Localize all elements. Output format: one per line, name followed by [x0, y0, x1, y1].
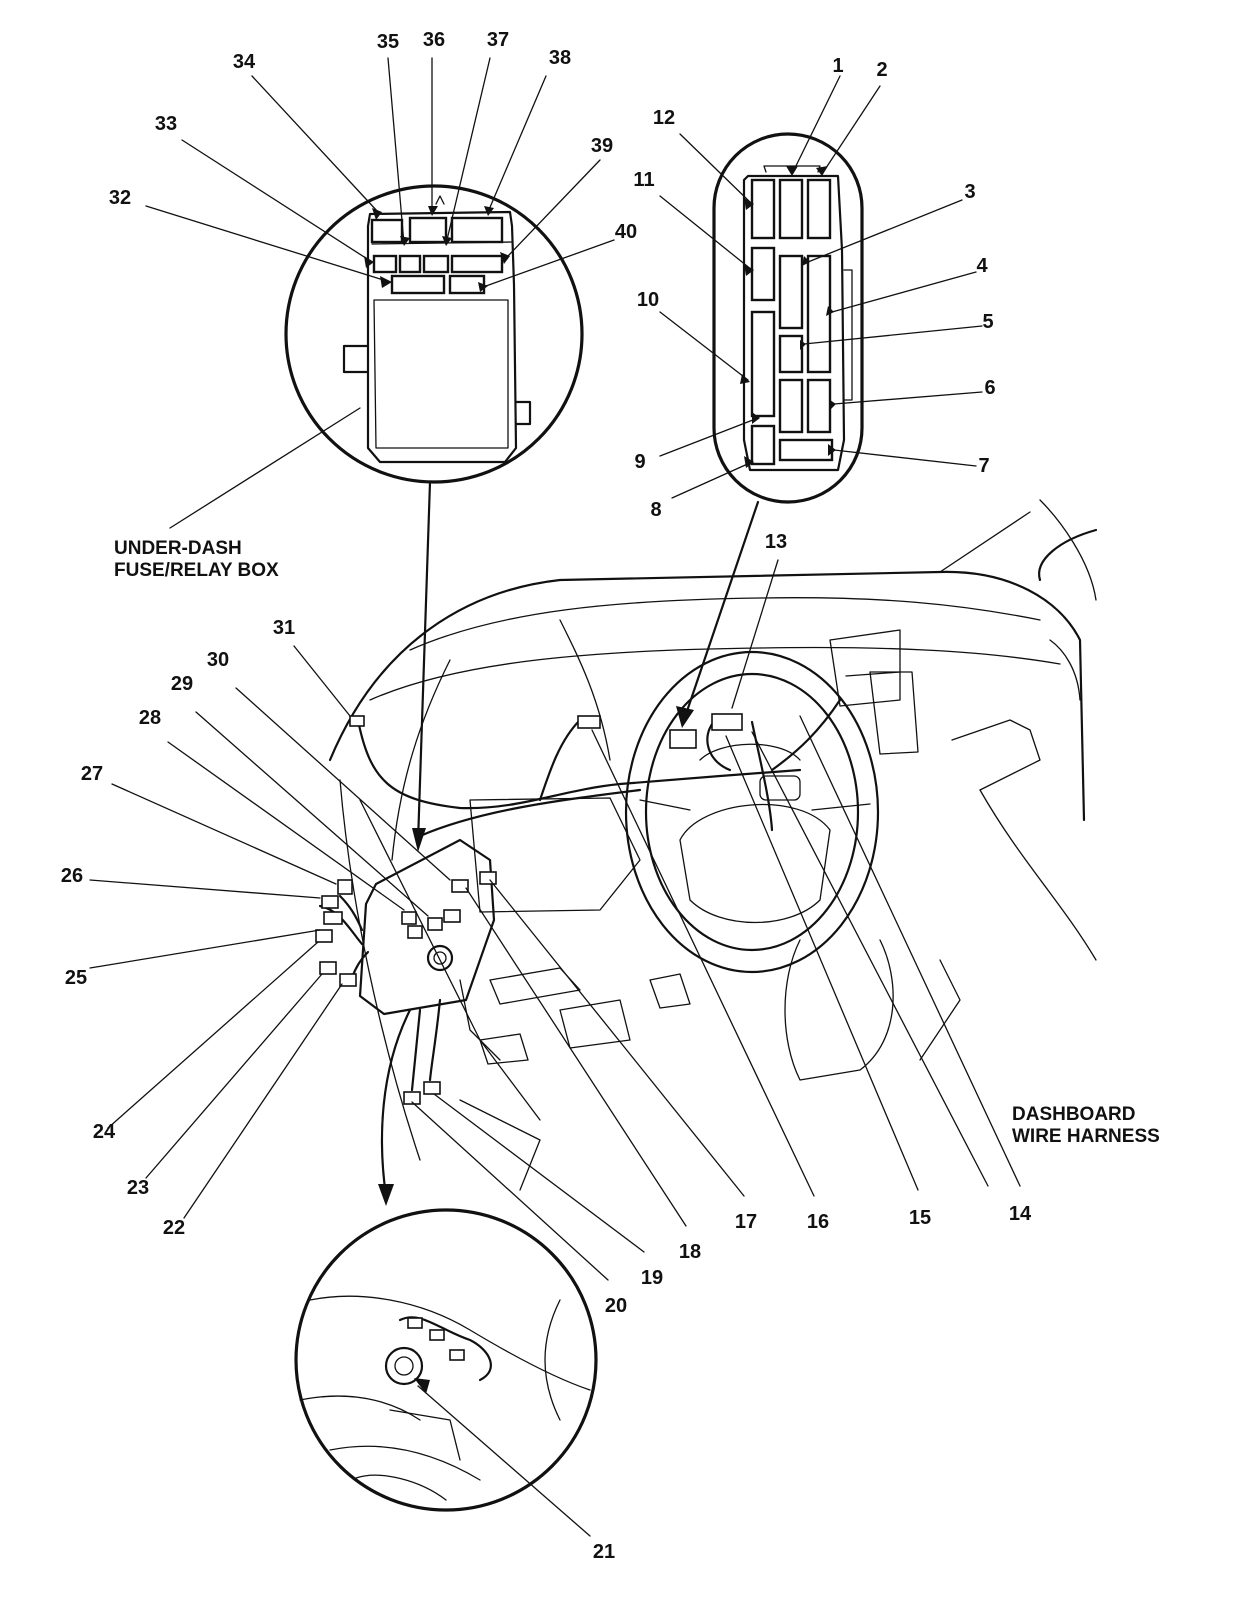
callout-13: 13	[764, 531, 788, 553]
lower-fuse-box	[358, 838, 501, 1061]
connectors	[315, 713, 743, 1105]
fuse-box-caption: UNDER-DASH FUSE/RELAY BOX	[114, 538, 279, 582]
callout-9: 9	[634, 451, 646, 473]
callout-4: 4	[976, 255, 988, 277]
relay-block-leaders	[659, 75, 983, 499]
callout-1: 1	[832, 55, 844, 77]
callout-31: 31	[272, 617, 296, 639]
fuse-box-caption-line2: FUSE/RELAY BOX	[114, 560, 279, 581]
callout-8: 8	[650, 499, 662, 521]
inset-arrows	[378, 480, 760, 1206]
dashboard-body	[328, 499, 1098, 1191]
callout-2: 2	[876, 59, 888, 81]
callout-23: 23	[126, 1177, 150, 1199]
detail-inset	[294, 1208, 598, 1537]
callout-24: 24	[92, 1121, 116, 1143]
callout-3: 3	[964, 181, 976, 203]
callout-6: 6	[984, 377, 996, 399]
callout-34: 34	[232, 51, 256, 73]
harness-caption-line1: DASHBOARD	[1012, 1104, 1136, 1125]
callout-10: 10	[636, 289, 660, 311]
arrowheads	[364, 166, 836, 468]
callout-12: 12	[652, 107, 676, 129]
callout-35: 35	[376, 31, 400, 53]
callout-17: 17	[734, 1211, 758, 1233]
callout-15: 15	[908, 1207, 932, 1229]
callout-14: 14	[1008, 1203, 1032, 1225]
callout-40: 40	[614, 221, 638, 243]
callout-30: 30	[206, 649, 230, 671]
callout-33: 33	[154, 113, 178, 135]
callout-32: 32	[108, 187, 132, 209]
callout-29: 29	[170, 673, 194, 695]
callout-36: 36	[422, 29, 446, 51]
fuse-box-caption-line1: UNDER-DASH	[114, 538, 242, 559]
callout-5: 5	[982, 311, 994, 333]
callout-21: 21	[592, 1541, 616, 1563]
wire-harness	[318, 698, 842, 1092]
callout-25: 25	[64, 967, 88, 989]
connector-leaders	[89, 559, 1021, 1281]
callout-38: 38	[548, 47, 572, 69]
callout-7: 7	[978, 455, 990, 477]
callout-18: 18	[678, 1241, 702, 1263]
callout-37: 37	[486, 29, 510, 51]
fuse-box-leaders	[145, 57, 615, 529]
fuse-relay-box-inset	[284, 184, 584, 484]
steering-wheel	[624, 650, 880, 974]
callout-22: 22	[162, 1217, 186, 1239]
callout-11: 11	[633, 169, 655, 191]
callout-20: 20	[604, 1295, 628, 1317]
callout-16: 16	[806, 1211, 830, 1233]
callout-27: 27	[80, 763, 104, 785]
callout-26: 26	[60, 865, 84, 887]
callout-28: 28	[138, 707, 162, 729]
harness-caption: DASHBOARD WIRE HARNESS	[1012, 1104, 1160, 1148]
callout-19: 19	[640, 1267, 664, 1289]
harness-caption-line2: WIRE HARNESS	[1012, 1126, 1160, 1147]
callout-39: 39	[590, 135, 614, 157]
